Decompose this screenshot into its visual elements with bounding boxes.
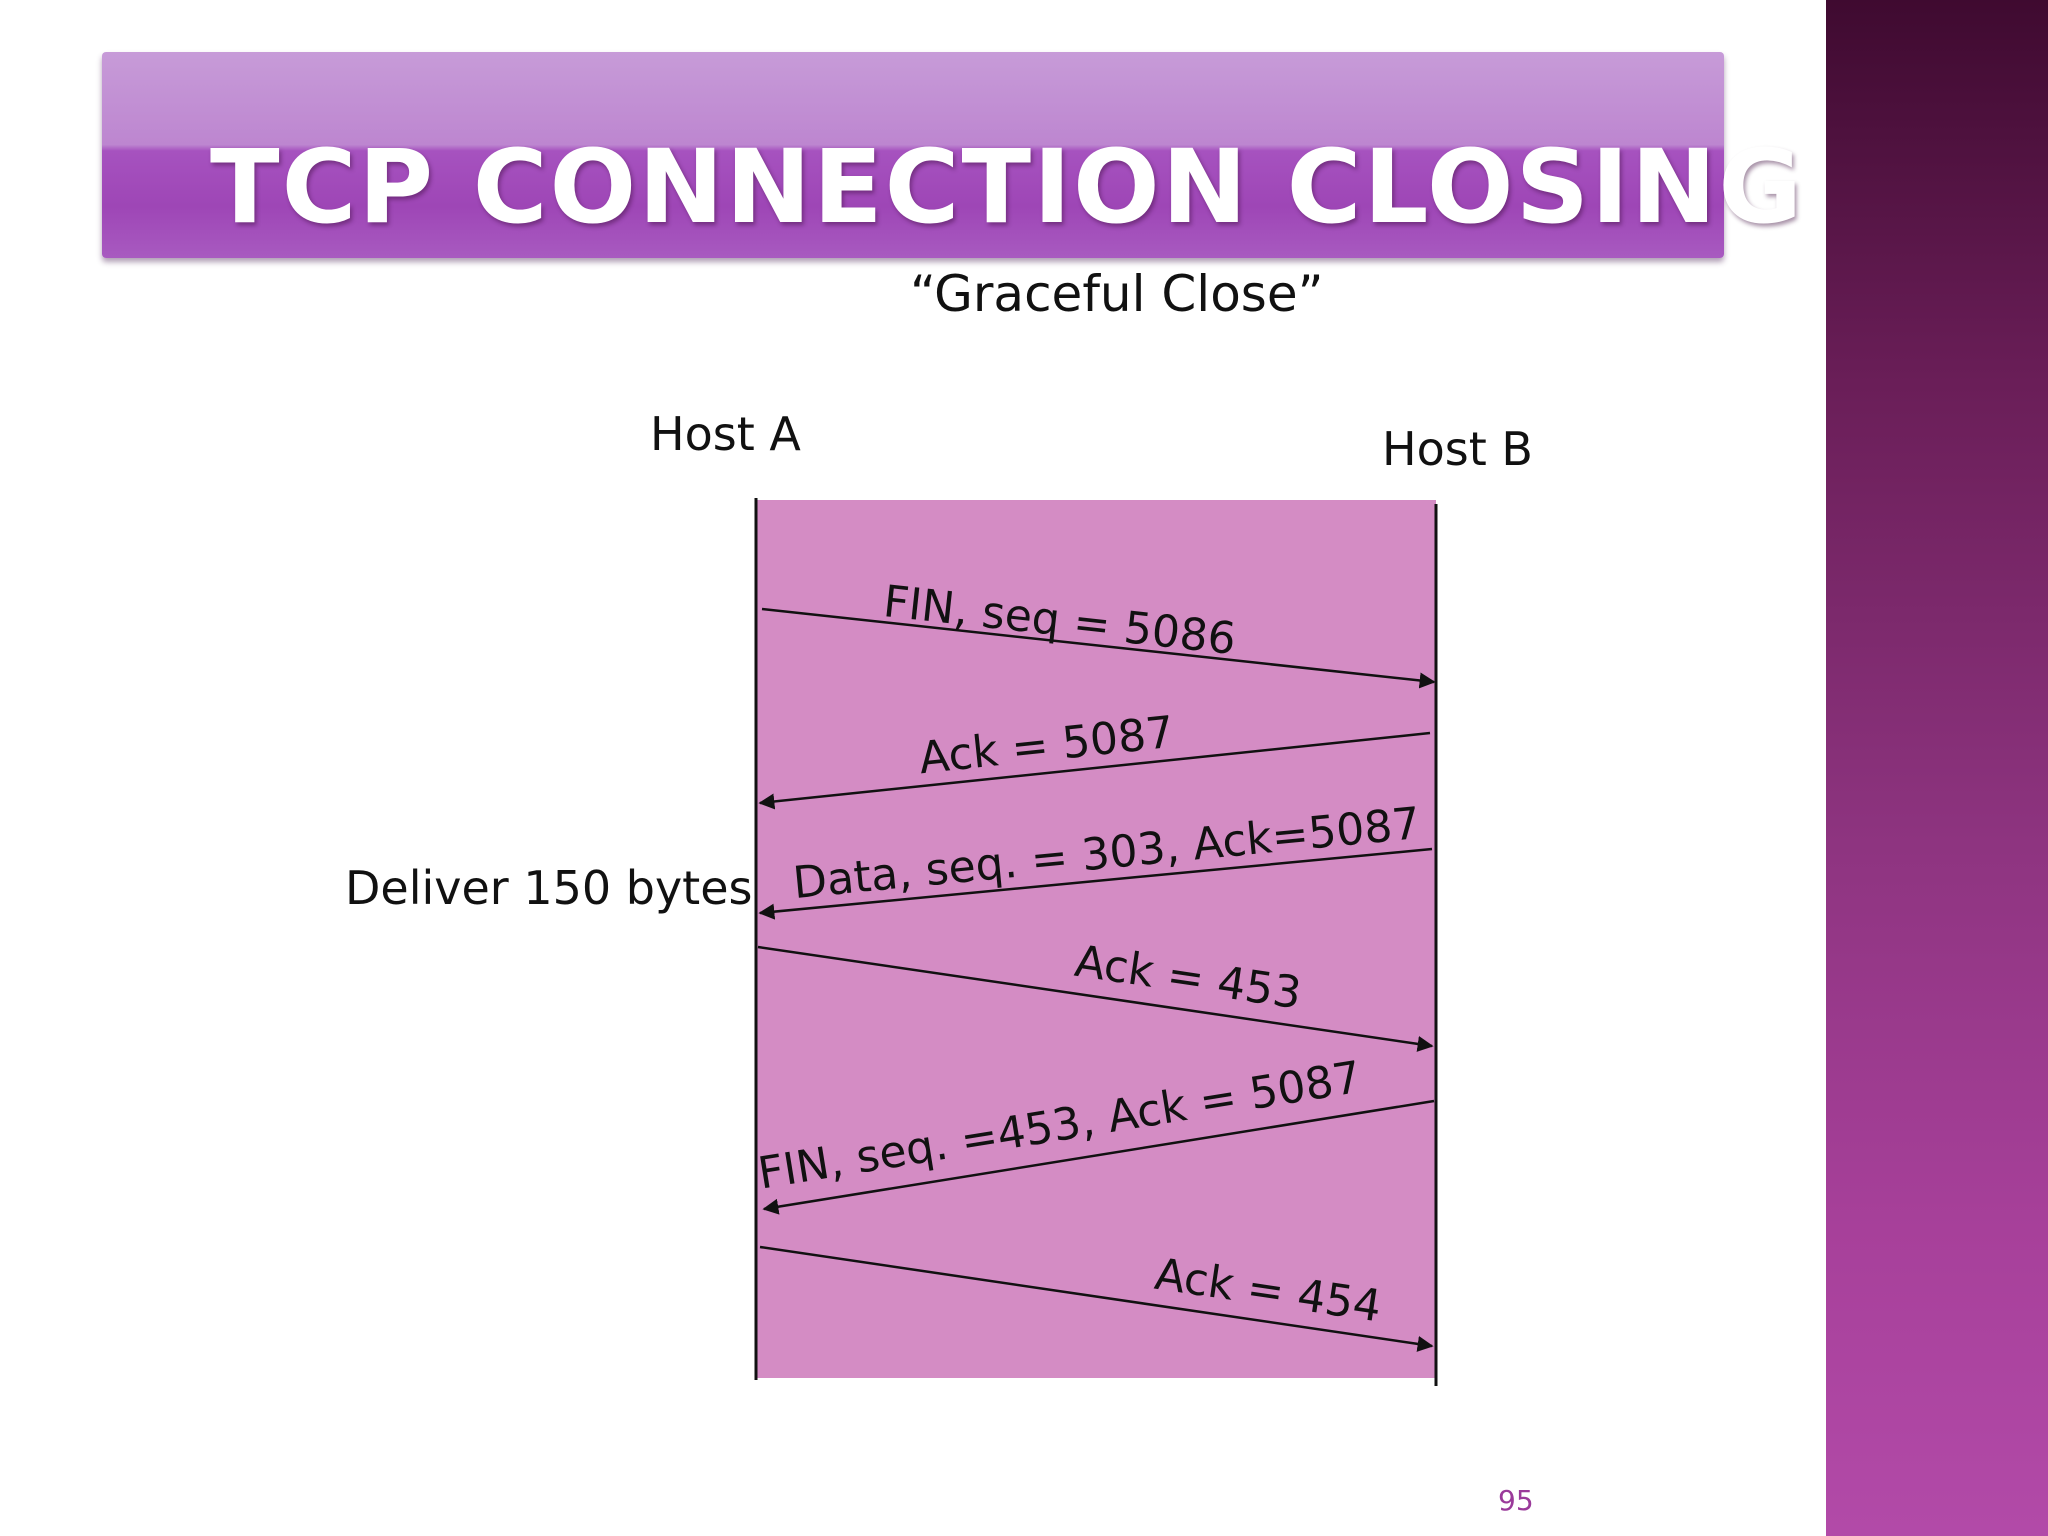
message-arrow <box>758 731 1431 810</box>
message-arrow <box>758 847 1433 920</box>
page-number: 95 <box>1498 1484 1534 1517</box>
title-banner <box>102 52 1724 258</box>
message-arrow <box>757 945 1434 1052</box>
message-arrow <box>762 1099 1435 1215</box>
host-b-label: Host B <box>1382 422 1533 476</box>
slide-title: TCP CONNECTION CLOSING <box>210 128 1805 247</box>
deliver-note: Deliver 150 bytes <box>345 861 753 915</box>
slide-subtitle: “Graceful Close” <box>910 265 1324 323</box>
message-arrow <box>759 1245 1434 1352</box>
decorative-side-band <box>1826 0 2048 1536</box>
host-a-label: Host A <box>650 407 801 461</box>
message-arrow <box>761 607 1436 689</box>
